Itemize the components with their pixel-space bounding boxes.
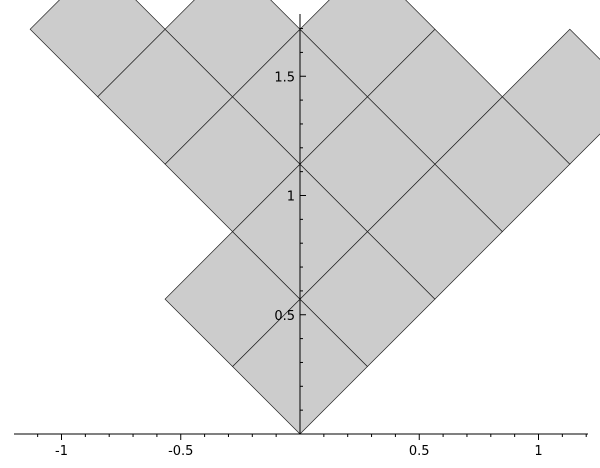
y-tick-label: 1 xyxy=(287,190,295,205)
diagram-cell-2-3 xyxy=(164,0,301,98)
diagram-cell-4-0 xyxy=(501,28,600,165)
x-tick-label: -0.5 xyxy=(168,444,193,459)
cells-layer xyxy=(29,0,600,435)
y-tick-label: 1.5 xyxy=(274,70,295,85)
y-tick-label: 0.5 xyxy=(274,309,295,324)
x-tick-label: -1 xyxy=(55,444,68,459)
x-tick-label: 1 xyxy=(534,444,542,459)
diagram-cell-3-2 xyxy=(299,0,436,98)
x-tick-label: 0.5 xyxy=(409,444,430,459)
diagram-cell-1-4 xyxy=(29,0,166,98)
axes-layer: -1 -0.5 0.5 1 0.5 1 1.5 xyxy=(14,14,588,459)
